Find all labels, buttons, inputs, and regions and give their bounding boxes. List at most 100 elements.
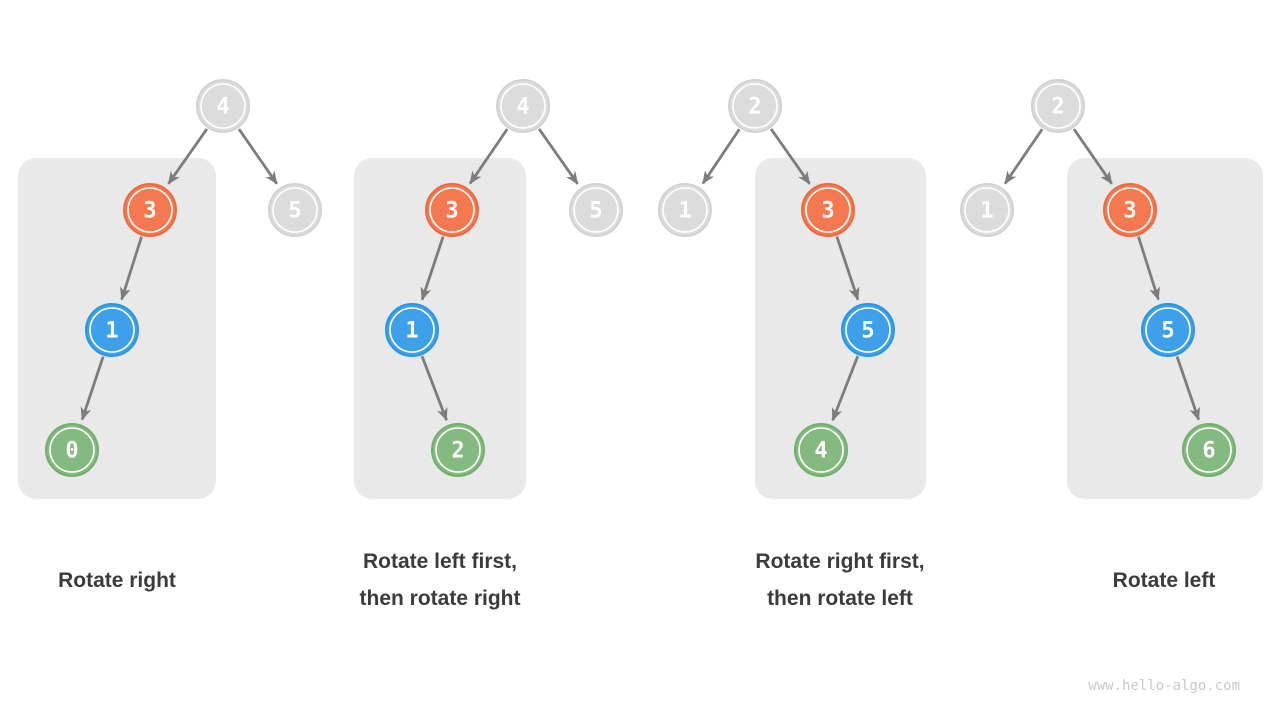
panel-rotate-left: 2 1 3 5 6 — [960, 79, 1263, 499]
tree-node-5: 5 — [1141, 303, 1195, 357]
node-value-label: 1 — [405, 319, 418, 344]
node-value-label: 4 — [516, 95, 529, 120]
node-circle — [85, 303, 139, 357]
edge-arrow-4-to-3 — [167, 128, 209, 185]
edge-arrow-2-to-3 — [1072, 128, 1113, 185]
highlight-region — [755, 158, 926, 499]
node-inner-ring — [89, 307, 135, 353]
caption-rotate-right-first-then-left: Rotate right first, then rotate left — [755, 550, 925, 610]
node-circle — [569, 183, 623, 237]
node-value-label: 2 — [748, 95, 761, 120]
node-inner-ring — [500, 83, 546, 129]
edge-arrow-5-to-4 — [831, 355, 860, 422]
node-circle — [196, 79, 250, 133]
node-circle — [385, 303, 439, 357]
edge-arrow-4-to-3 — [468, 128, 509, 185]
tree-node-1: 1 — [658, 183, 712, 237]
watermark-url: www.hello-algo.com — [1088, 678, 1240, 694]
node-value-label: 2 — [451, 439, 464, 464]
tree-node-0: 0 — [45, 423, 99, 477]
edge-arrow-3-to-5 — [835, 236, 860, 301]
node-value-label: 4 — [814, 439, 827, 464]
node-value-label: 6 — [1202, 439, 1215, 464]
node-value-label: 1 — [105, 319, 118, 344]
node-value-label: 3 — [445, 199, 458, 224]
tree-node-4: 4 — [196, 79, 250, 133]
node-circle — [841, 303, 895, 357]
node-inner-ring — [1145, 307, 1191, 353]
node-value-label: 3 — [143, 199, 156, 224]
node-circle — [431, 423, 485, 477]
edge-arrow-3-to-1 — [120, 236, 143, 301]
caption-rotate-left: Rotate left — [1112, 568, 1216, 592]
node-inner-ring — [272, 187, 318, 233]
node-inner-ring — [964, 187, 1010, 233]
tree-node-4: 4 — [496, 79, 550, 133]
edge-arrow-2-to-3 — [769, 128, 811, 185]
edge-arrow-4-to-5 — [237, 128, 278, 185]
tree-node-3: 3 — [1103, 183, 1157, 237]
node-circle — [45, 423, 99, 477]
node-inner-ring — [845, 307, 891, 353]
node-circle — [960, 183, 1014, 237]
edge-arrow-5-to-6 — [1175, 356, 1200, 421]
tree-node-3: 3 — [425, 183, 479, 237]
caption-rotate-left-first-then-right: Rotate left first, then rotate right — [359, 550, 521, 610]
node-circle — [801, 183, 855, 237]
node-value-label: 0 — [65, 439, 78, 464]
edge-arrow-3-to-1 — [420, 236, 445, 301]
node-circle — [496, 79, 550, 133]
tree-node-3: 3 — [123, 183, 177, 237]
node-inner-ring — [49, 427, 95, 473]
tree-node-5: 5 — [268, 183, 322, 237]
tree-node-3: 3 — [801, 183, 855, 237]
node-value-label: 1 — [678, 199, 691, 224]
node-value-label: 3 — [821, 199, 834, 224]
edge-arrow-2-to-1 — [701, 128, 741, 185]
tree-node-4: 4 — [794, 423, 848, 477]
caption-rotate-right: Rotate right — [58, 568, 176, 592]
edge-arrow-1-to-0 — [80, 356, 105, 421]
node-value-label: 1 — [980, 199, 993, 224]
node-value-label: 3 — [1123, 199, 1136, 224]
node-circle — [1182, 423, 1236, 477]
node-value-label: 5 — [589, 199, 602, 224]
node-circle — [658, 183, 712, 237]
node-inner-ring — [798, 427, 844, 473]
edge-arrow-4-to-5 — [537, 128, 579, 185]
node-circle — [1103, 183, 1157, 237]
node-circle — [1031, 79, 1085, 133]
node-inner-ring — [662, 187, 708, 233]
tree-node-6: 6 — [1182, 423, 1236, 477]
tree-node-2: 2 — [1031, 79, 1085, 133]
node-inner-ring — [1186, 427, 1232, 473]
edge-arrow-3-to-5 — [1137, 236, 1160, 301]
node-value-label: 5 — [861, 319, 874, 344]
node-circle — [728, 79, 782, 133]
highlight-region — [354, 158, 526, 499]
panel-rotate-right-then-left: 2 1 3 5 4 — [658, 79, 926, 499]
node-inner-ring — [573, 187, 619, 233]
node-value-label: 4 — [216, 95, 229, 120]
node-value-label: 2 — [1051, 95, 1064, 120]
panel-rotate-left-then-right: 4 3 5 1 2 — [354, 79, 623, 499]
node-circle — [1141, 303, 1195, 357]
node-circle — [794, 423, 848, 477]
tree-node-2: 2 — [431, 423, 485, 477]
node-inner-ring — [1035, 83, 1081, 129]
node-circle — [425, 183, 479, 237]
tree-node-5: 5 — [569, 183, 623, 237]
node-inner-ring — [127, 187, 173, 233]
node-inner-ring — [435, 427, 481, 473]
tree-node-1: 1 — [385, 303, 439, 357]
node-value-label: 5 — [1161, 319, 1174, 344]
edge-arrow-2-to-1 — [1003, 128, 1044, 185]
node-circle — [123, 183, 177, 237]
tree-node-5: 5 — [841, 303, 895, 357]
node-circle — [268, 183, 322, 237]
node-inner-ring — [732, 83, 778, 129]
node-inner-ring — [1107, 187, 1153, 233]
edge-arrow-1-to-2 — [420, 355, 448, 422]
